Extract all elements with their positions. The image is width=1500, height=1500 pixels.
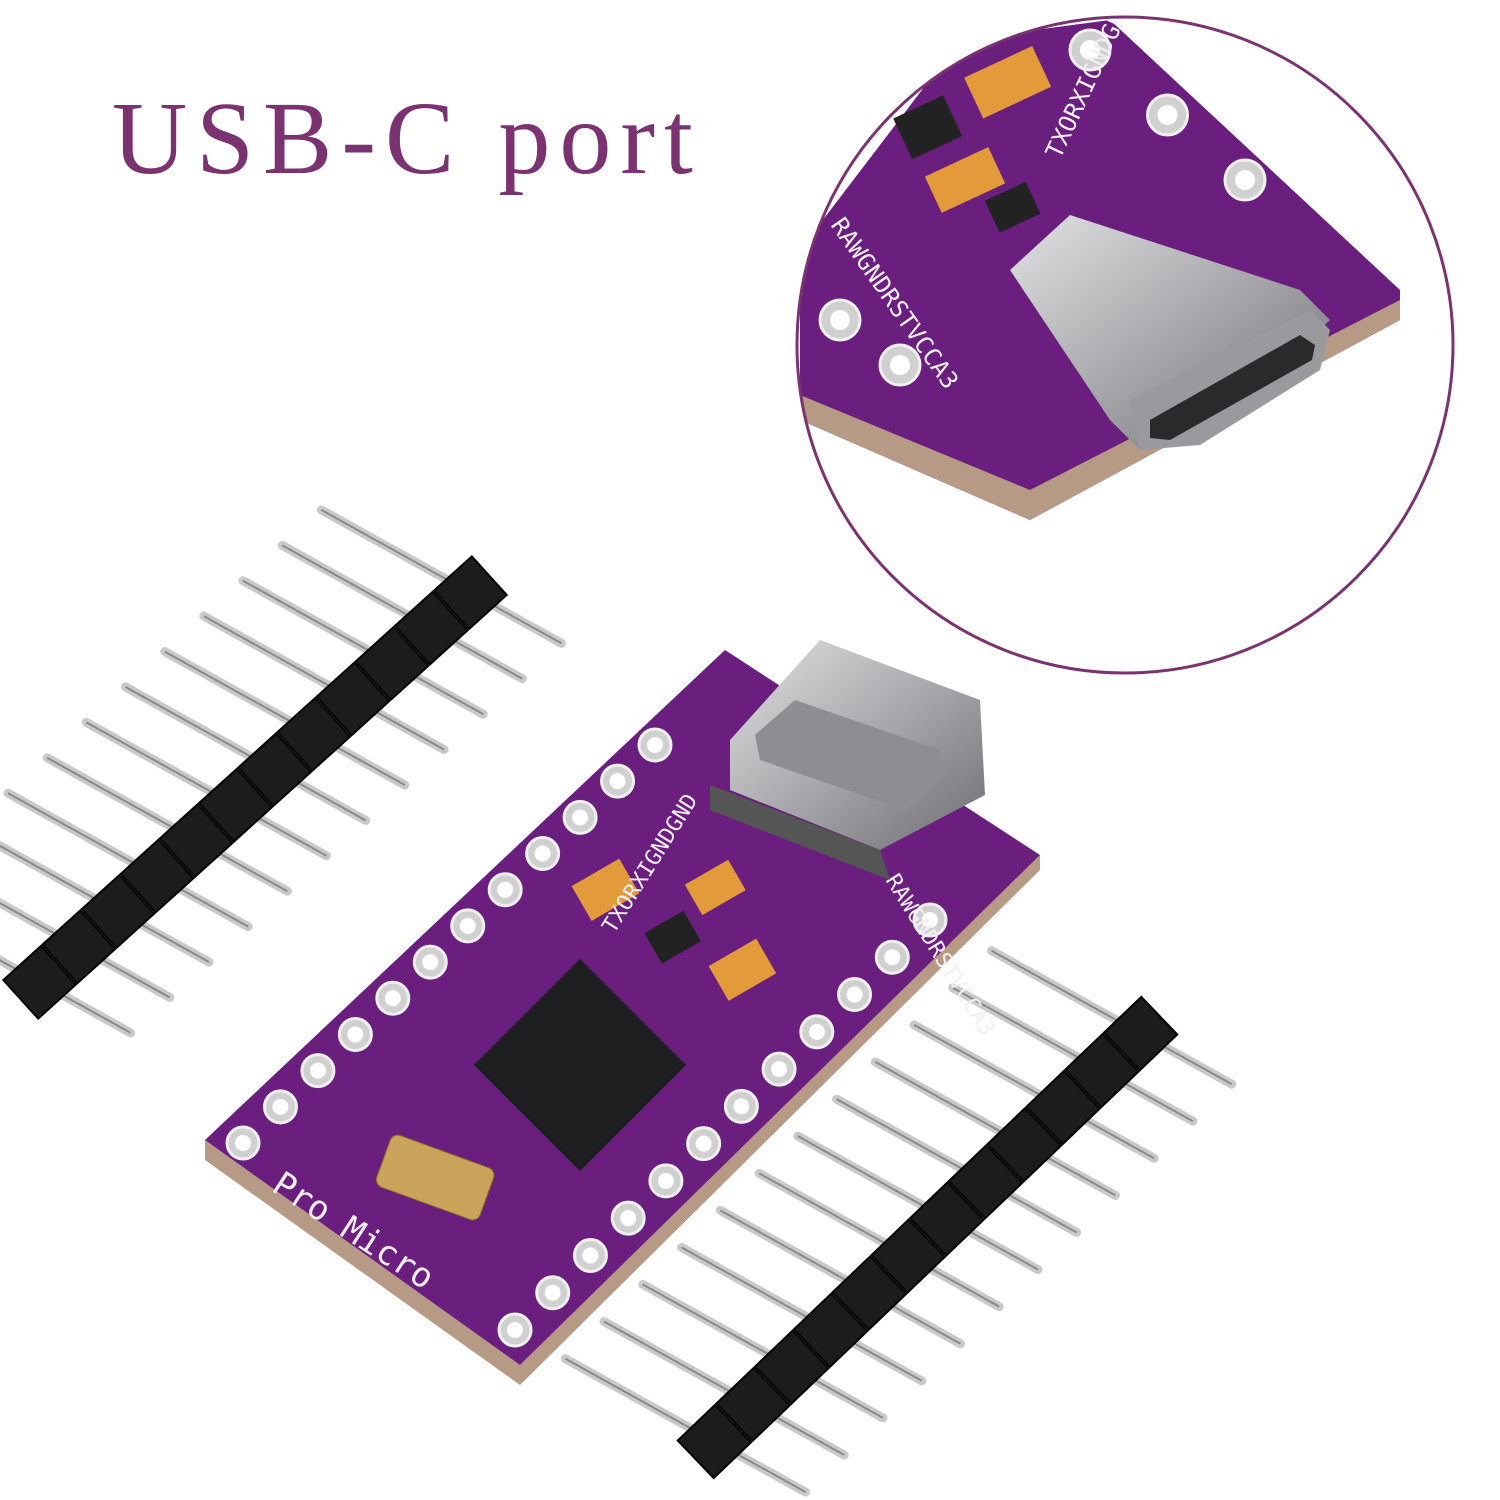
capacitor: [571, 858, 640, 921]
header-block: [276, 696, 352, 773]
pin-hole-center: [620, 1210, 637, 1227]
header-block: [715, 1366, 792, 1443]
inset-capacitor: [924, 147, 1006, 213]
header-pin-shade: [320, 509, 562, 645]
header-pin-shade: [797, 1135, 1039, 1271]
header-block: [908, 1180, 985, 1258]
header-pin-shade: [681, 1246, 923, 1382]
usb-c-connector: [710, 640, 985, 880]
header-block: [197, 767, 274, 843]
header-block: [1025, 1069, 1102, 1146]
pin-hole-center: [695, 1135, 712, 1152]
zoom-inset-outline: [795, 15, 1455, 675]
crystal: [375, 1134, 495, 1221]
header-block: [80, 873, 156, 950]
header-block: [1, 944, 78, 1021]
microcontroller-chip: [473, 958, 687, 1172]
header-block: [831, 1255, 908, 1332]
pin-header-left: [0, 505, 566, 1038]
header-pin-shade: [836, 1098, 1078, 1234]
header-pin-shade: [603, 1320, 845, 1456]
header-block: [986, 1106, 1063, 1183]
pin-header-right: [560, 946, 1237, 1497]
pin-hole-center: [309, 1062, 326, 1079]
header-pin-shade: [991, 949, 1233, 1086]
header-pin-shade: [164, 650, 406, 786]
pin-hole-center: [235, 1135, 251, 1151]
header-pin-shade: [46, 756, 288, 893]
pin-hole-center: [922, 912, 938, 928]
inset-ic: [893, 95, 963, 160]
pin-hole-center: [609, 773, 626, 790]
header-pin-shade: [913, 1024, 1155, 1160]
pin-hole-center: [347, 1026, 364, 1043]
header-pin-shade: [0, 901, 171, 999]
header-pin-shade: [85, 721, 327, 857]
header-pin-shade: [203, 615, 445, 751]
pin-hole-center: [884, 949, 901, 966]
header-block: [676, 1403, 753, 1480]
header-pin-shade: [952, 986, 1194, 1123]
pin-hole-center: [582, 1247, 599, 1264]
capacitor: [708, 938, 777, 1001]
header-pin-shade: [0, 844, 210, 963]
header-block: [870, 1217, 947, 1295]
header-block: [158, 802, 234, 879]
title: USB-C port: [112, 81, 702, 196]
regulator-ic: [644, 910, 701, 964]
header-block: [315, 661, 391, 737]
pin-hole-center: [459, 917, 476, 934]
pin-hole-center: [422, 954, 439, 971]
header-block: [947, 1143, 1024, 1220]
pcb-edge: [205, 855, 1040, 1385]
pin-hole-center: [1235, 170, 1255, 190]
pin-hole-center: [647, 737, 663, 753]
pin-hole-center: [544, 1284, 561, 1301]
header-block: [119, 838, 195, 914]
header-block: [753, 1329, 830, 1406]
pin-hole-center: [1157, 105, 1178, 125]
pin-hole-center: [890, 355, 910, 375]
pin-hole-center: [1080, 40, 1100, 60]
header-pin-shade: [125, 686, 367, 822]
header-pin-shade: [0, 959, 132, 1034]
header-pin-shade: [642, 1283, 884, 1419]
header-block: [1063, 1032, 1140, 1109]
pin-hole-center: [657, 1172, 674, 1189]
header-pin-shade: [719, 1209, 961, 1345]
pin-hole-center: [534, 845, 551, 862]
pin-hole-center: [846, 986, 863, 1003]
pin-hole-center: [572, 809, 589, 826]
inset-capacitor: [964, 46, 1052, 119]
capacitor: [684, 859, 746, 916]
header-pin-shade: [7, 792, 249, 928]
inset-ic: [984, 181, 1041, 233]
header-block: [41, 909, 117, 985]
header-block: [432, 554, 509, 631]
header-block: [354, 625, 430, 702]
pin-hole-center: [497, 881, 514, 898]
header-pin-shade: [242, 579, 484, 716]
pin-hole-center: [771, 1061, 788, 1078]
zoom-inset: TXORXIGNDGND RAWGNDRSTVCCA3: [797, 17, 1453, 673]
inset-usb-c-connector: [1010, 215, 1330, 450]
header-pin-shade: [281, 544, 523, 680]
header-block: [792, 1292, 869, 1369]
inset-pcb-edge: [800, 300, 1400, 520]
pin-hole-center: [384, 990, 401, 1007]
header-pin-shade: [874, 1061, 1116, 1197]
header-block: [236, 732, 313, 808]
pin-hole-center: [808, 1023, 825, 1040]
header-block: [1102, 995, 1179, 1072]
pin-hole-center: [507, 1322, 523, 1338]
header-pin-shade: [564, 1357, 806, 1493]
header-block: [393, 590, 469, 666]
pin-hole-center: [272, 1098, 289, 1115]
pin-hole-center: [830, 310, 850, 330]
header-pin-shade: [758, 1172, 1000, 1308]
pin-hole-center: [733, 1098, 750, 1115]
